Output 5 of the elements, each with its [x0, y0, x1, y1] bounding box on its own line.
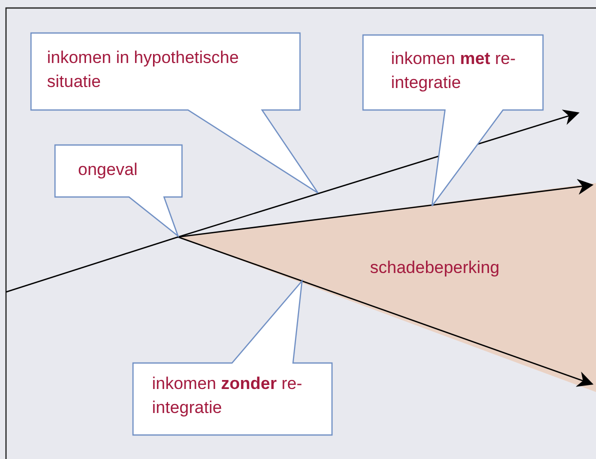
callout-text: ongeval	[78, 159, 139, 181]
callout-text: inkomen zonder re-integratie	[152, 373, 304, 419]
callout-text: inkomen met re-integratie	[391, 48, 517, 94]
callout-text: inkomen in hypothetische situatie	[47, 47, 240, 93]
area-label: schadebeperking	[370, 257, 500, 279]
